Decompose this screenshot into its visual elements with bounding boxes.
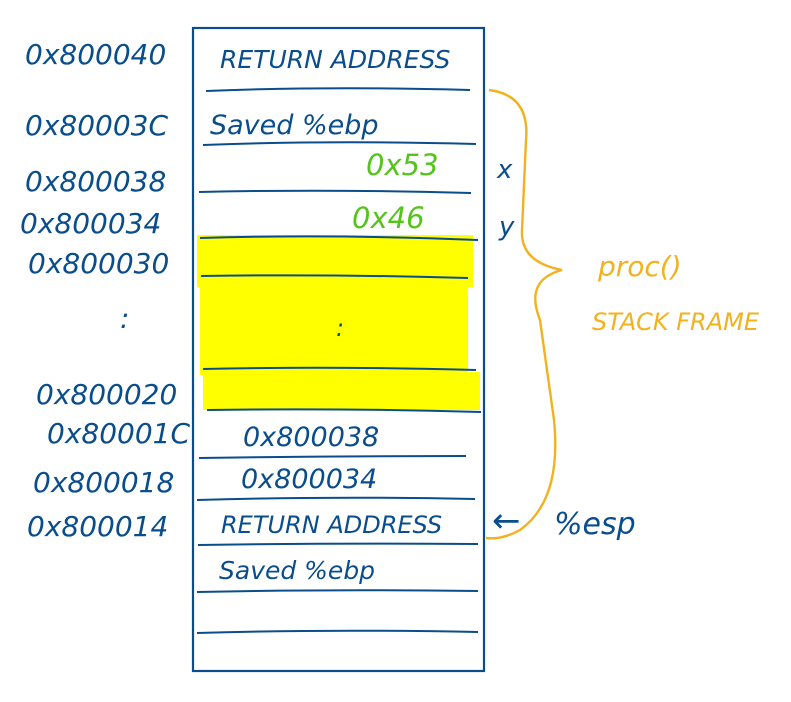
saved-ebp-cell: Saved %ebp [210,110,379,141]
variable-x-label: x [496,155,513,185]
address-label: 0x80003C [25,109,168,142]
return-address-cell: RETURN ADDRESS [220,45,451,74]
x-value-cell: 0x53 [366,148,439,182]
row-divider [196,589,479,593]
row-divider [206,408,482,413]
frame-title-label: STACK FRAME [592,308,760,336]
row-divider [196,629,479,634]
variable-y-label: y [498,212,515,242]
return-address-cell: RETURN ADDRESS [221,511,442,539]
highlight-block [197,235,473,287]
stack-box [191,26,486,673]
esp-arrow-icon: ← [492,501,521,541]
ellipsis-cell: : [336,314,344,342]
saved-ebp-cell: Saved %ebp [219,556,375,585]
address-label: 0x80001C [47,417,190,450]
row-divider [205,87,471,92]
highlight-block [200,285,468,375]
variable-labels: x y [496,155,515,242]
address-label: 0x800020 [36,378,177,411]
address-label: 0x800014 [27,510,168,543]
row-divider [202,366,477,371]
row-divider [197,542,479,546]
address-label: 0x800018 [33,466,174,499]
row-divider [202,141,477,146]
pointer-y-cell: 0x800034 [241,464,377,495]
address-label: 0x800030 [28,247,169,280]
esp-label: %esp [554,507,636,542]
frame-function-label: proc() [597,250,682,283]
row-divider [199,235,479,241]
row-divider [196,496,476,501]
address-label: 0x800038 [25,165,166,198]
y-value-cell: 0x46 [352,201,425,235]
highlight-block [203,372,480,410]
row-divider [198,189,472,194]
stack-frame-brace [485,88,563,540]
row-dividers [196,87,482,634]
stack-cells: RETURN ADDRESS Saved %ebp 0x53 0x46 : 0x… [210,45,451,585]
row-divider [200,274,469,279]
highlighted-region [197,235,480,410]
pointer-x-cell: 0x800038 [243,422,379,453]
address-label: 0x800034 [20,207,161,240]
address-labels: 0x800040 0x80003C 0x800038 0x800034 0x80… [20,38,190,543]
address-label: : [120,302,129,335]
row-divider [198,455,467,459]
address-label: 0x800040 [25,38,166,71]
